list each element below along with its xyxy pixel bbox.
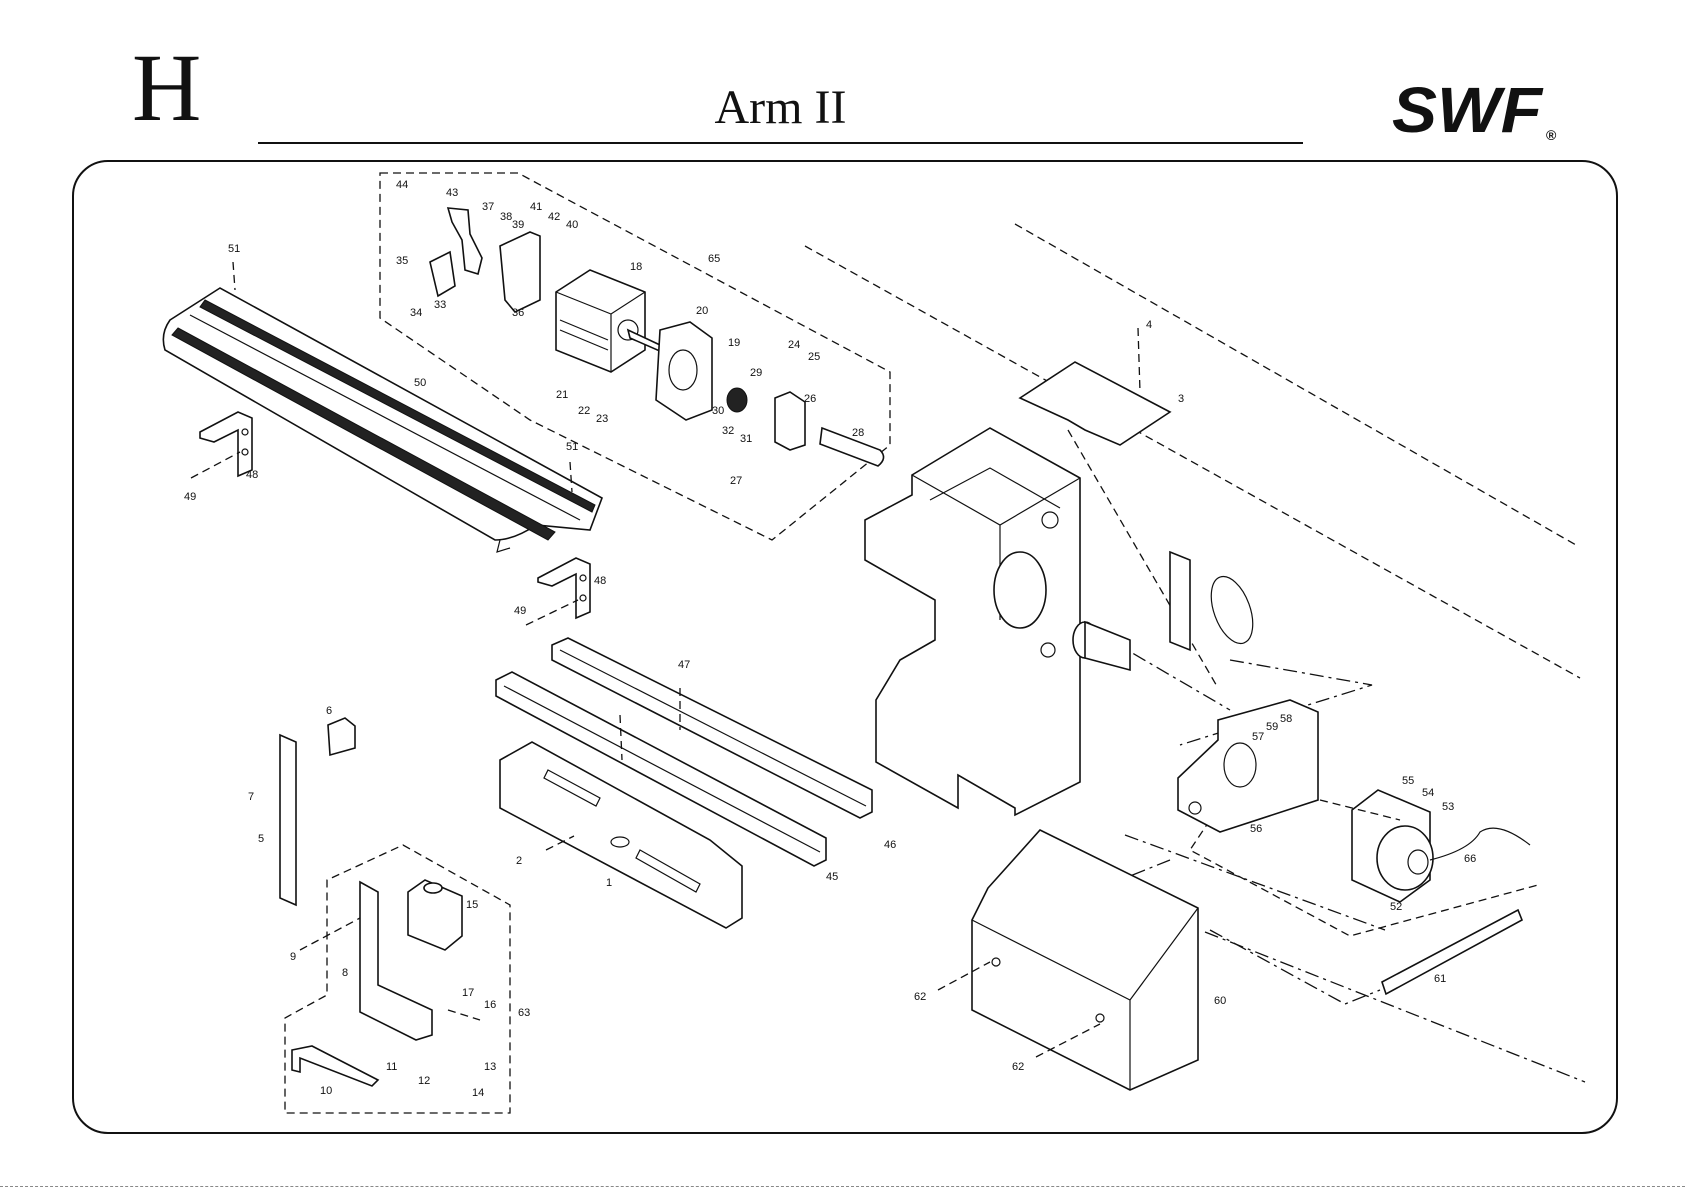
motor-bracket (1178, 700, 1318, 832)
callout-53: 53 (1442, 801, 1454, 813)
callout-58: 58 (1280, 713, 1292, 725)
arm-bar (500, 742, 742, 928)
callout-9: 9 (290, 951, 296, 963)
callout-51a: 51 (228, 243, 240, 255)
callout-52: 52 (1390, 901, 1402, 913)
bracket-bar (280, 735, 296, 905)
callout-27: 27 (730, 475, 742, 487)
callout-39: 39 (512, 219, 524, 231)
callout-43: 43 (446, 187, 458, 199)
callout-31: 31 (740, 433, 752, 445)
callout-18: 18 (630, 261, 642, 273)
callout-46: 46 (884, 839, 896, 851)
small-bracket (328, 718, 355, 755)
bracket-48-right (538, 558, 590, 618)
callout-34: 34 (410, 307, 422, 319)
callout-13: 13 (484, 1061, 496, 1073)
callout-57: 57 (1252, 731, 1264, 743)
callout-47: 47 (678, 659, 690, 671)
callout-48a: 48 (246, 469, 258, 481)
callout-50: 50 (414, 377, 426, 389)
callout-35: 35 (396, 255, 408, 267)
callout-1: 1 (606, 877, 612, 889)
callout-12: 12 (418, 1075, 430, 1087)
motor-cover (972, 830, 1198, 1090)
callout-17: 17 (462, 987, 474, 999)
callout-59: 59 (1266, 721, 1278, 733)
callout-32: 32 (722, 425, 734, 437)
callout-36: 36 (512, 307, 524, 319)
callout-5: 5 (258, 833, 264, 845)
callout-23: 23 (596, 413, 608, 425)
callout-56: 56 (1250, 823, 1262, 835)
callout-62b: 62 (1012, 1061, 1024, 1073)
callout-3: 3 (1178, 393, 1184, 405)
lever-10 (292, 1046, 378, 1086)
callout-49b: 49 (514, 605, 526, 617)
callout-49a: 49 (184, 491, 196, 503)
callout-61: 61 (1434, 973, 1446, 985)
callout-62a: 62 (914, 991, 926, 1003)
bottom-edge-rule (0, 1186, 1685, 1187)
subassembly-outline-63 (285, 845, 510, 1113)
callout-66: 66 (1464, 853, 1476, 865)
callout-38: 38 (500, 211, 512, 223)
callout-20: 20 (696, 305, 708, 317)
motor-plate (656, 322, 712, 420)
retaining-ring (1203, 571, 1261, 649)
stepper-motor (556, 270, 662, 372)
callout-30: 30 (712, 405, 724, 417)
callout-65: 65 (708, 253, 720, 265)
callout-19: 19 (728, 337, 740, 349)
drive-motor (1352, 790, 1530, 902)
callout-51b: 51 (566, 441, 578, 453)
top-plate (1020, 362, 1170, 445)
callout-8: 8 (342, 967, 348, 979)
callout-11: 11 (386, 1061, 397, 1073)
arm-casting (865, 428, 1130, 815)
solenoid-bracket (360, 880, 462, 1040)
callout-37: 37 (482, 201, 494, 213)
callout-54: 54 (1422, 787, 1434, 799)
callout-16: 16 (484, 999, 496, 1011)
callout-2: 2 (516, 855, 522, 867)
callout-60: 60 (1214, 995, 1226, 1007)
callout-4: 4 (1146, 319, 1152, 331)
callout-22: 22 (578, 405, 590, 417)
callout-63: 63 (518, 1007, 530, 1019)
callout-48b: 48 (594, 575, 606, 587)
callout-14: 14 (472, 1087, 484, 1099)
callout-33: 33 (434, 299, 446, 311)
callout-42: 42 (548, 211, 560, 223)
callout-40: 40 (566, 219, 578, 231)
callout-21: 21 (556, 389, 568, 401)
callout-7: 7 (248, 791, 254, 803)
callout-25: 25 (808, 351, 820, 363)
callout-10: 10 (320, 1085, 332, 1097)
callout-45: 45 (826, 871, 838, 883)
guide-rod (1382, 910, 1522, 994)
callout-55: 55 (1402, 775, 1414, 787)
callout-26: 26 (804, 393, 816, 405)
shim-plate (1170, 552, 1190, 650)
callout-24: 24 (788, 339, 800, 351)
bracket-48-left (200, 412, 252, 476)
callout-6: 6 (326, 705, 332, 717)
callout-29: 29 (750, 367, 762, 379)
callout-28: 28 (852, 427, 864, 439)
callout-41: 41 (530, 201, 542, 213)
callout-15: 15 (466, 899, 478, 911)
callout-44: 44 (396, 179, 408, 191)
